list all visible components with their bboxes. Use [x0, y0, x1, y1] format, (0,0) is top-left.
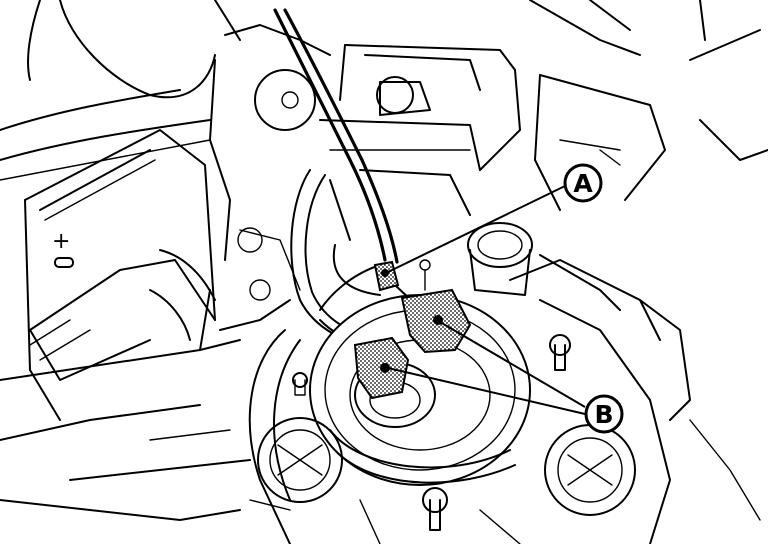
callout-a-circle — [563, 163, 603, 203]
callout-b-circle — [584, 394, 624, 434]
battery-plus-symbol: + — [52, 229, 70, 254]
connector-a-point — [381, 269, 389, 277]
lower-frame-lines — [0, 289, 291, 521]
connector-b-lower-point — [380, 363, 390, 373]
connectors — [353, 260, 472, 400]
leader-b-upper-line — [439, 321, 586, 408]
callout-b-label: B — [594, 400, 613, 429]
battery-minus-symbol — [54, 257, 74, 268]
wiring-harness — [273, 8, 421, 346]
battery: + — [24, 129, 216, 421]
body-panel-lines — [0, 0, 768, 181]
callout-b: B — [584, 394, 624, 434]
leader-a-line — [387, 185, 566, 273]
callout-a-label: A — [573, 169, 593, 198]
engine-upper — [209, 24, 666, 301]
leader-b-lower-line — [387, 367, 586, 415]
leader-lines — [387, 185, 586, 415]
callout-a: A — [563, 163, 603, 203]
